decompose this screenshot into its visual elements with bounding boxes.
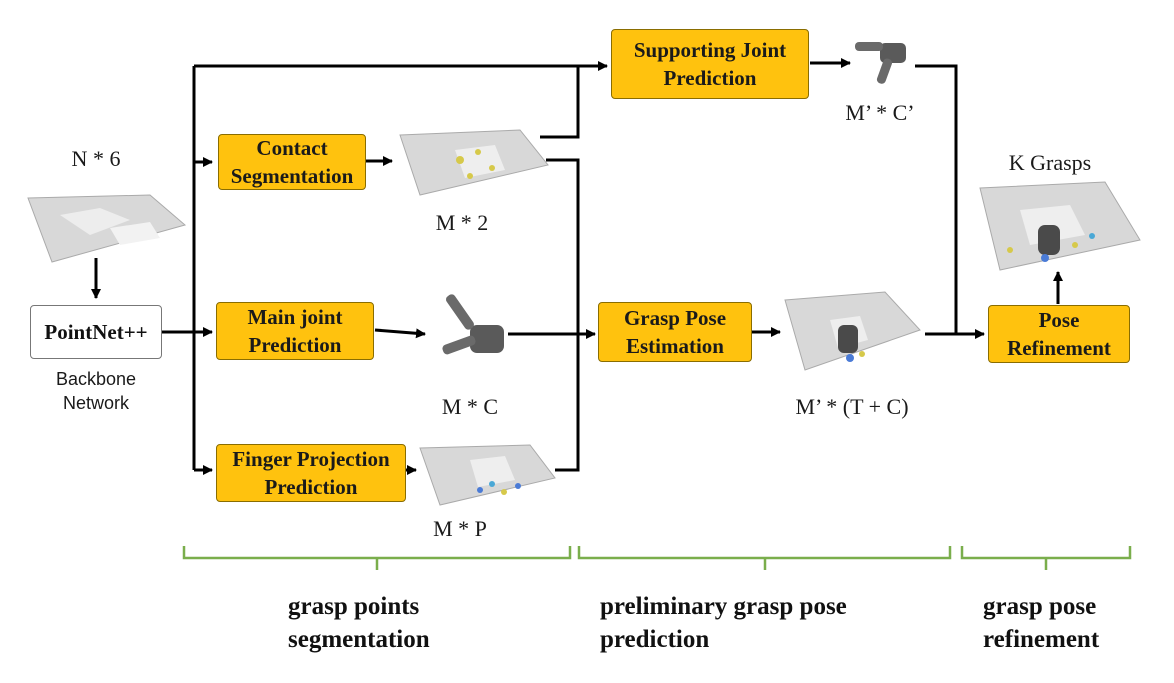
- finger-projection-output-label: M * P: [433, 516, 487, 541]
- refinement-bracket: [960, 546, 1132, 570]
- main-joint-hand-image: [442, 294, 504, 355]
- finger-projection-pointcloud-image: [419, 444, 556, 506]
- grasp-pose-output-label: M’ * (T + C): [795, 394, 909, 419]
- backbone-caption: Backbone Network: [55, 369, 137, 413]
- supporting-joint-output-label: M’ * C’: [845, 100, 915, 125]
- stage-segmentation-title: grasp points segmentation: [288, 593, 430, 653]
- pose-refinement-box: Pose Refinement: [988, 305, 1130, 363]
- grasp-pose-pointcloud-image: [784, 291, 921, 371]
- stage-refinement-title: grasp pose refinement: [983, 593, 1100, 653]
- supporting-joint-hand-image: [855, 42, 906, 84]
- preliminary-bracket: [577, 546, 952, 570]
- contact-output-label: M * 2: [435, 210, 489, 235]
- final-grasps-pointcloud-image: [979, 181, 1141, 271]
- final-grasps-label: K Grasps: [1008, 150, 1092, 175]
- main-joint-prediction-box: Main joint Prediction: [216, 302, 374, 360]
- stage-preliminary-title: preliminary grasp pose prediction: [600, 593, 847, 653]
- input-pointcloud-image: [27, 194, 187, 263]
- supporting-joint-prediction-box: Supporting Joint Prediction: [611, 29, 809, 99]
- segmentation-bracket: [182, 546, 572, 570]
- main-joint-output-label: M * C: [441, 394, 499, 419]
- contact-pointcloud-image: [399, 129, 549, 196]
- backbone-box: PointNet++: [30, 305, 162, 359]
- input-label: N * 6: [71, 146, 121, 171]
- contact-segmentation-box: Contact Segmentation: [218, 134, 366, 190]
- grasp-pose-estimation-box: Grasp Pose Estimation: [598, 302, 752, 362]
- finger-projection-prediction-box: Finger Projection Prediction: [216, 444, 406, 502]
